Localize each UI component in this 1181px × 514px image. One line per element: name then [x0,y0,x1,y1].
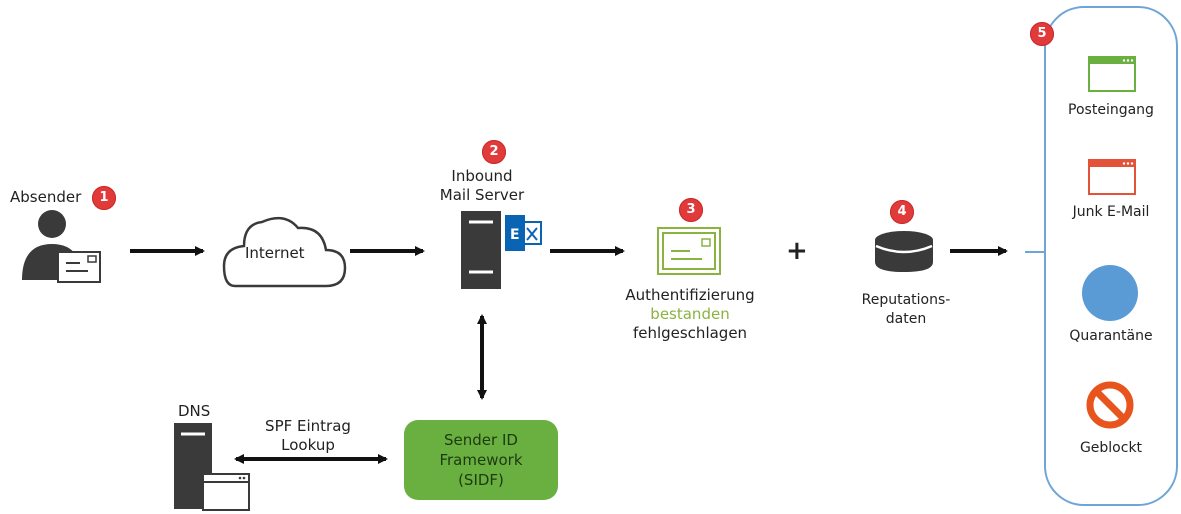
reputation-line1: Reputations- [861,292,951,308]
spf-line2: Lookup [281,436,335,454]
reputation-database-icon [875,231,933,272]
sender-label: Absender [10,188,82,206]
sidf-line2: Framework [439,451,523,469]
spf-label: SPF Eintrag Lookup [248,417,368,455]
svg-text:E: E [510,227,520,243]
dns-label: DNS [178,402,211,420]
authentication-failed: fehlgeschlagen [632,324,748,342]
outcome-inbox-label: Posteingang [1068,102,1154,118]
mail-server-label: Inbound Mail Server [432,167,532,205]
exchange-logo-icon: E [505,215,542,251]
outcome-blocked-label: Geblockt [1079,440,1143,456]
sidf-line1: Sender ID [444,431,518,449]
step-badge-2: 2 [482,140,506,164]
blocked-icon [1086,381,1134,429]
mail-server-label-line2: Mail Server [439,186,525,204]
plus-sign: + [786,236,808,266]
sidf-line3: (SIDF) [458,471,504,489]
mail-server-icon [461,211,501,289]
quarantine-circle-icon [1082,265,1138,321]
spf-line1: SPF Eintrag [265,417,351,435]
authentication-line1: Authentifizierung [625,286,755,304]
dns-window-icon [202,473,250,511]
step-badge-4: 4 [890,200,914,224]
step-badge-5: 5 [1030,22,1054,46]
inbox-window-icon [1088,56,1136,92]
cloud-icon [222,216,347,288]
internet-label: Internet [245,244,305,262]
step-badge-1: 1 [92,186,116,210]
sender-envelope-icon [57,251,101,283]
authentication-passed: bestanden [650,305,730,323]
reputation-line2: daten [885,311,927,327]
authentication-label: Authentifizierung bestanden fehlgeschlag… [610,286,770,343]
auth-envelope-icon [657,227,721,275]
mail-server-label-line1: Inbound [451,167,513,185]
reputation-label: Reputations- daten [844,291,968,329]
outcome-junk-label: Junk E-Mail [1072,204,1150,220]
step-badge-3: 3 [679,198,703,222]
outcome-quarantine-label: Quarantäne [1069,328,1153,344]
junk-window-icon [1088,159,1136,195]
sidf-box: Sender ID Framework (SIDF) [404,420,558,500]
